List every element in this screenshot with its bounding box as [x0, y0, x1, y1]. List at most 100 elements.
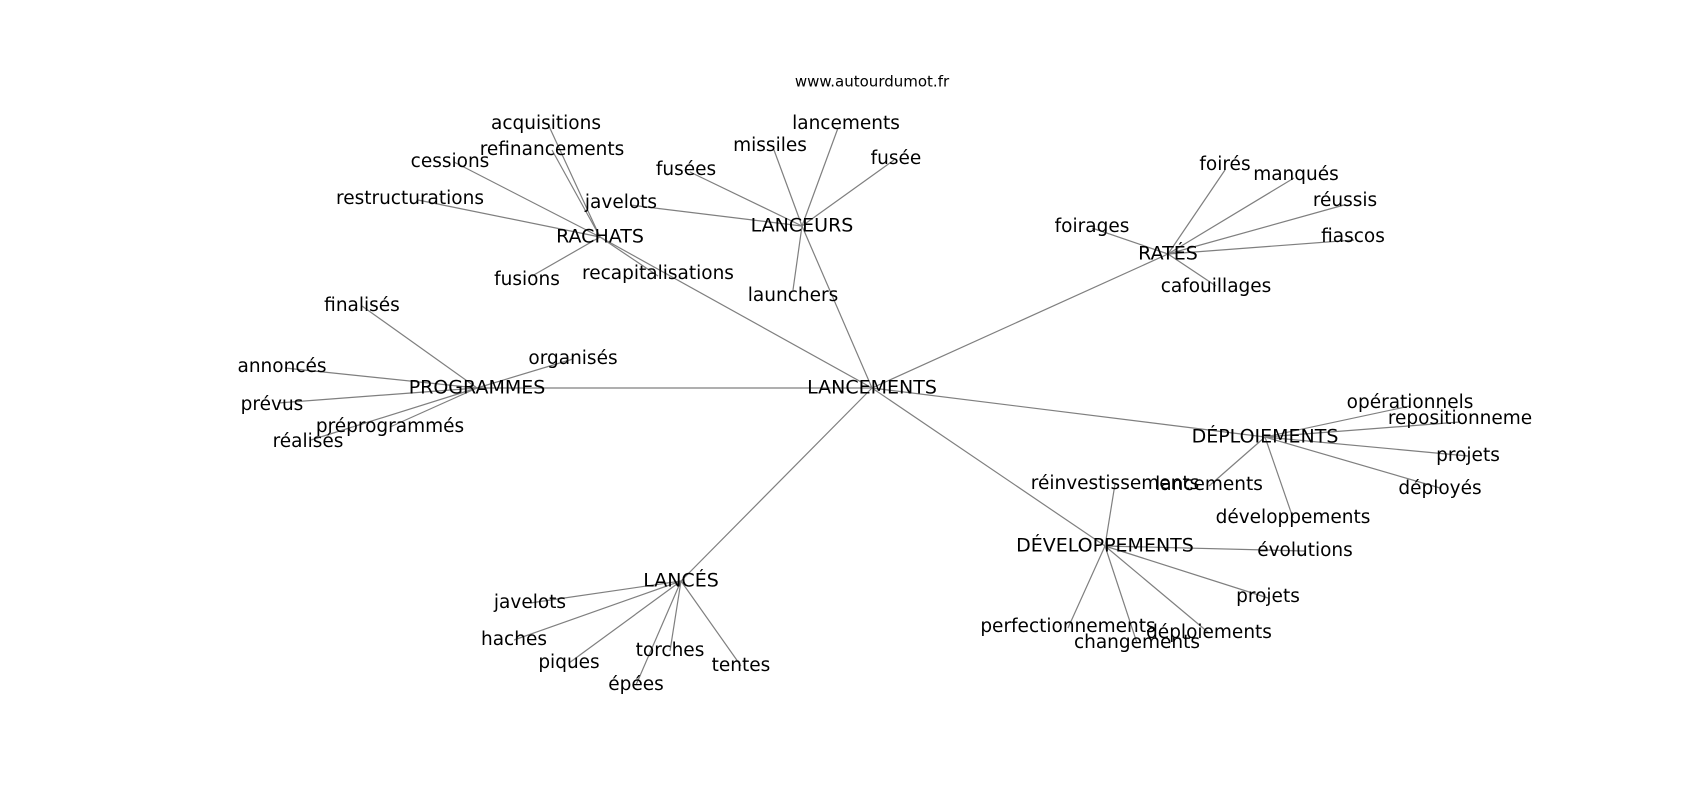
- edge-lanceurs-word: [801, 159, 895, 227]
- edge-deploiements-word: [1264, 436, 1469, 457]
- edge-lances-word: [680, 580, 742, 667]
- leaf-node-lances: tentes: [712, 655, 771, 676]
- leaf-node-deploiements: opérationnels: [1347, 392, 1474, 413]
- cluster-node-rachats: RACHATS: [556, 226, 644, 248]
- source-watermark: www.autourdumot.fr: [795, 73, 950, 91]
- leaf-node-rates: réussis: [1313, 190, 1377, 211]
- labels-layer: www.autourdumot.fr LANCEMENTS LANCEURS lan…: [237, 73, 1532, 696]
- leaf-node-rachats: restructurations: [336, 188, 484, 209]
- leaf-node-rachats: recapitalisations: [582, 263, 734, 284]
- leaf-node-rates: foirages: [1055, 216, 1130, 237]
- leaf-node-programmes: annoncés: [237, 356, 326, 377]
- leaf-node-lanceurs: missiles: [733, 135, 807, 156]
- leaf-node-lances: torches: [636, 640, 705, 661]
- edge-rates-word: [1167, 253, 1217, 287]
- edge-developpements-word: [1104, 545, 1138, 644]
- edge-lances-word: [568, 580, 682, 664]
- leaf-node-rates: foirés: [1199, 154, 1250, 175]
- edge-center-deploiements: [871, 387, 1266, 438]
- edge-programmes-word: [310, 387, 478, 441]
- cluster-node-rates: RATÉS: [1138, 242, 1198, 265]
- leaf-node-developpements: perfectionnements: [980, 616, 1155, 637]
- edge-lanceurs-word: [629, 204, 803, 227]
- edge-deploiements-word: [1264, 436, 1441, 489]
- edge-deploiements-word: [1264, 421, 1461, 438]
- leaf-node-programmes: organisés: [528, 348, 617, 369]
- center-node-label: LANCEMENTS: [807, 377, 937, 399]
- edge-lances-word: [513, 580, 682, 641]
- edge-rachats-word: [417, 199, 601, 238]
- leaf-node-lanceurs: fusée: [871, 148, 922, 169]
- leaf-node-developpements: projets: [1236, 586, 1300, 607]
- edge-lances-word: [529, 580, 682, 604]
- edge-lanceurs-word: [801, 127, 839, 227]
- leaf-node-rachats: fusions: [494, 269, 560, 290]
- edge-developpements-word: [1104, 545, 1269, 599]
- leaf-node-deploiements: repositionneme: [1388, 408, 1532, 429]
- leaf-node-rates: manqués: [1253, 164, 1339, 185]
- edge-rachats-word: [453, 161, 601, 238]
- leaf-node-lanceurs: javelots: [584, 192, 657, 213]
- leaf-node-programmes: prévus: [241, 394, 304, 415]
- leaf-node-lanceurs: fusées: [656, 159, 716, 180]
- edge-rates-word: [1167, 177, 1295, 255]
- leaf-node-rachats: refinancements: [480, 139, 625, 160]
- leaf-node-lances: piques: [538, 652, 599, 673]
- edge-developpements-word: [1104, 545, 1306, 552]
- edge-developpements-word: [1104, 483, 1116, 547]
- edge-deploiements-word: [1208, 436, 1266, 487]
- edge-deploiements-word: [1264, 405, 1411, 438]
- edge-programmes-word: [284, 367, 478, 389]
- leaf-node-rates: cafouillages: [1161, 276, 1272, 297]
- edge-center-rachats: [599, 236, 873, 389]
- leaf-node-lances: javelots: [493, 592, 566, 613]
- edge-rates-word: [1167, 169, 1226, 255]
- edge-rachats-word: [547, 123, 601, 238]
- leaf-node-deploiements: lancements: [1155, 474, 1263, 495]
- leaf-node-developpements: changements: [1074, 632, 1200, 653]
- edge-programmes-word: [476, 358, 574, 389]
- edge-rates-word: [1091, 227, 1169, 255]
- leaf-node-lances: haches: [481, 629, 547, 650]
- edge-lances-word: [669, 580, 682, 652]
- leaf-node-deploiements: projets: [1436, 445, 1500, 466]
- leaf-node-developpements: déploiements: [1146, 622, 1272, 643]
- leaf-node-deploiements: développements: [1216, 507, 1371, 528]
- cluster-node-lanceurs: LANCEURS: [751, 215, 854, 237]
- edge-rates-word: [1167, 239, 1355, 255]
- leaf-node-rachats: cessions: [411, 151, 490, 172]
- edge-programmes-word: [389, 387, 478, 428]
- edge-lanceurs-word: [792, 225, 803, 291]
- leaf-node-programmes: finalisés: [324, 295, 400, 316]
- edge-center-lanceurs: [801, 225, 873, 389]
- edge-lanceurs-word: [773, 149, 803, 227]
- edge-programmes-word: [361, 305, 478, 389]
- leaf-node-rachats: acquisitions: [491, 113, 601, 134]
- leaf-node-programmes: réalisés: [273, 431, 344, 452]
- edge-lances-word: [635, 580, 682, 686]
- leaf-node-deploiements: déployés: [1398, 478, 1481, 499]
- cluster-node-developpements: DÉVELOPPEMENTS: [1016, 534, 1194, 557]
- leaf-node-rates: fiascos: [1321, 226, 1385, 247]
- edge-center-lances: [680, 387, 873, 582]
- leaf-node-programmes: préprogrammés: [316, 416, 464, 437]
- leaf-node-lanceurs: launchers: [748, 285, 838, 306]
- leaf-node-developpements: évolutions: [1257, 540, 1353, 561]
- edge-rates-word: [1167, 204, 1345, 255]
- edge-center-rates: [871, 253, 1169, 389]
- leaf-node-lances: épées: [608, 674, 664, 695]
- edge-programmes-word: [277, 387, 478, 404]
- leaf-node-lanceurs: lancements: [792, 113, 900, 134]
- edge-center-developpements: [871, 387, 1106, 547]
- edge-rachats-word: [531, 236, 601, 277]
- edge-lanceurs-word: [689, 171, 803, 227]
- cluster-node-deploiements: DÉPLOIEMENTS: [1192, 425, 1339, 448]
- cluster-node-programmes: PROGRAMMES: [409, 377, 546, 399]
- cluster-node-lances: LANCÉS: [643, 569, 719, 592]
- edges-layer: [277, 123, 1469, 686]
- edge-rachats-word: [551, 149, 601, 238]
- edge-developpements-word: [1067, 545, 1106, 629]
- edge-developpements-word: [1104, 545, 1210, 634]
- edge-rachats-word: [599, 236, 659, 277]
